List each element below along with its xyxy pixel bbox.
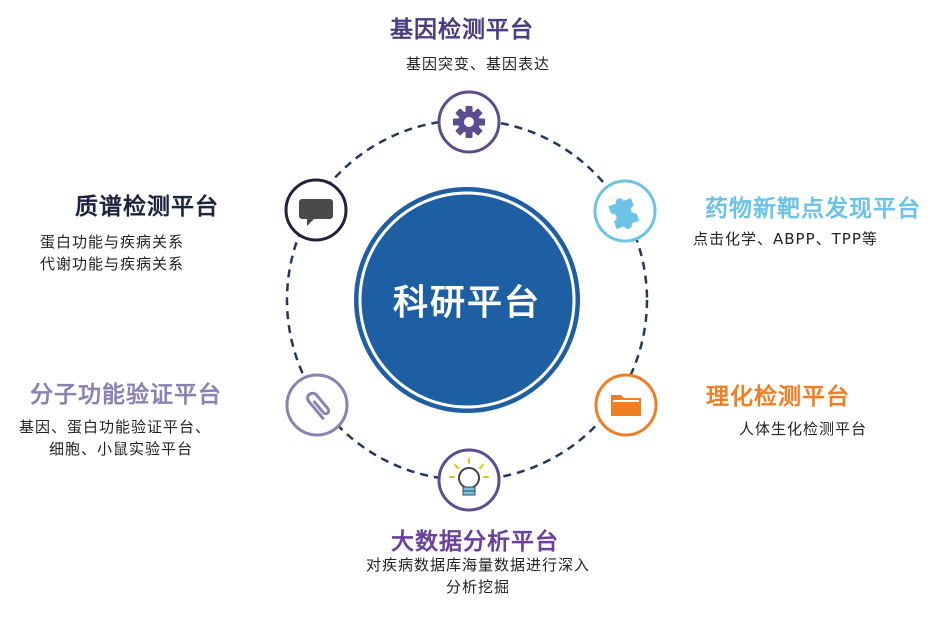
gear-icon [453,106,485,138]
gene-platform-title: 基因检测平台 [390,17,534,43]
molecular-platform-title: 分子功能验证平台 [30,382,222,408]
physchem-platform-desc: 人体生化检测平台 [739,418,867,440]
gene-desc-line: 基因突变、基因表达 [405,55,551,73]
folder-icon [611,395,641,416]
bigdata-node-circle [437,448,501,512]
molecular-desc-line: 基因、蛋白功能验证平台、 [19,418,212,436]
lightbulb-icon [449,458,489,496]
massspec-node-circle [284,178,348,242]
bigdata-platform-desc: 对疾病数据库海量数据进行深入 分析挖掘 [366,554,590,598]
puzzle-icon [608,198,640,229]
speech-bubble-icon [299,199,333,226]
molecular-desc-line: 细胞、小鼠实验平台 [49,440,194,458]
drug-platform-desc: 点击化学、ABPP、TPP等 [693,228,878,250]
massspec-desc-line: 代谢功能与疾病关系 [40,255,185,273]
drug-platform-title: 药物新靶点发现平台 [705,196,921,222]
gene-node-circle [437,90,501,154]
center-label: 科研平台 [392,283,542,324]
bigdata-desc-line: 分析挖掘 [445,578,511,596]
physchem-node-circle [594,373,658,437]
gene-platform-desc: 基因突变、基因表达 [406,53,550,75]
physchem-platform-title: 理化检测平台 [706,384,850,410]
molecular-node-circle [285,373,349,437]
paperclip-icon [306,391,331,420]
massspec-desc-line: 蛋白功能与疾病关系 [40,233,185,251]
drug-node-circle [593,179,657,243]
bigdata-platform-title: 大数据分析平台 [391,529,559,555]
massspec-platform-desc: 蛋白功能与疾病关系 代谢功能与疾病关系 [40,231,184,275]
center-white-ring [358,191,576,409]
physchem-desc-line: 人体生化检测平台 [739,420,868,438]
drug-desc-line: 点击化学、ABPP、TPP等 [693,230,878,248]
massspec-platform-title: 质谱检测平台 [75,194,219,220]
center-inner-circle [364,197,570,403]
molecular-platform-desc: 基因、蛋白功能验证平台、 细胞、小鼠实验平台 [19,416,211,460]
bigdata-desc-line: 对疾病数据库海量数据进行深入 [365,556,591,574]
